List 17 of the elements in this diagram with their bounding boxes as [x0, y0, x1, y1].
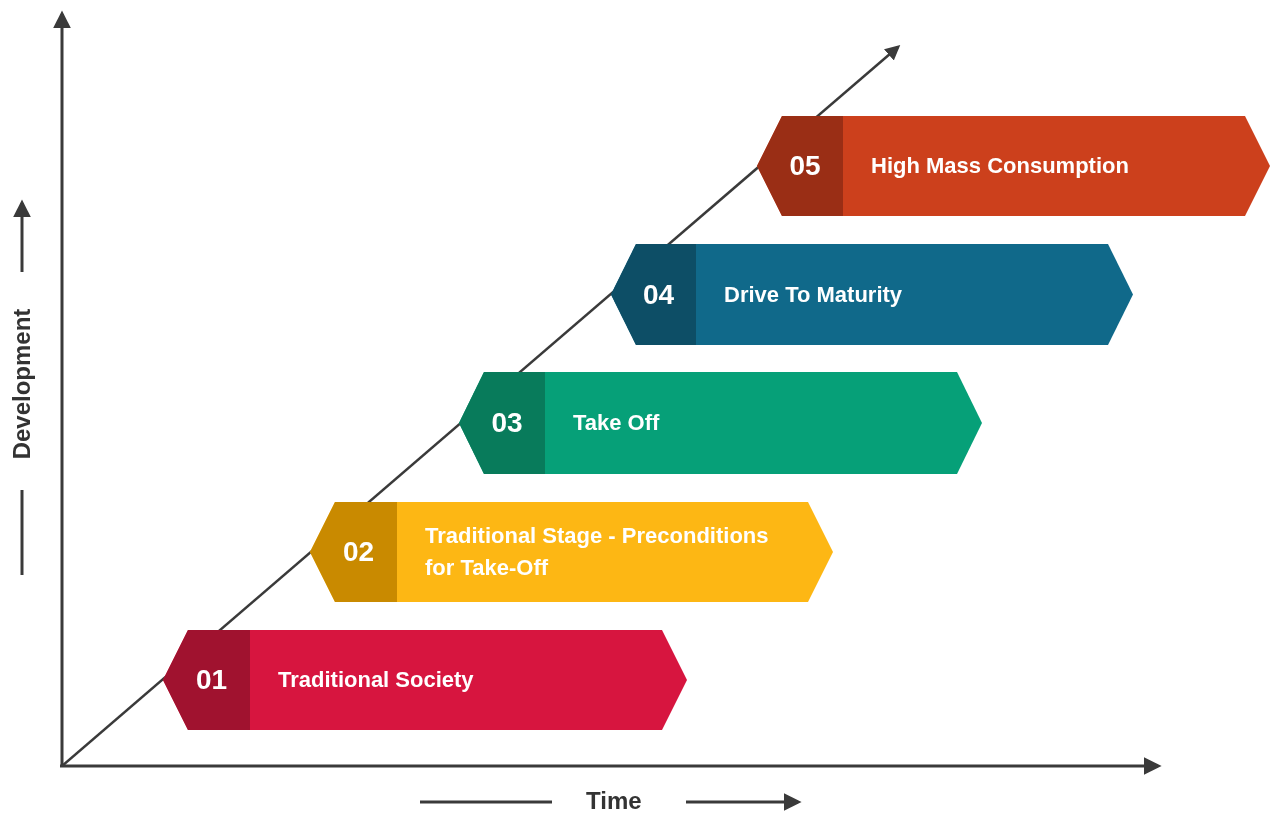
stage-banner: [310, 502, 833, 602]
stage-banner: [459, 372, 982, 474]
stage-banner: [757, 116, 1270, 216]
axis-label: Time: [586, 787, 642, 813]
step-number: 05: [788, 149, 822, 183]
stage-banner: [611, 244, 1133, 345]
axis-label: Development: [8, 307, 36, 462]
stage-title: High Mass Consumption: [871, 152, 1129, 180]
step-number: 03: [490, 406, 524, 440]
stage-title: Drive To Maturity: [724, 280, 903, 309]
step-number: 04: [641, 277, 676, 312]
stage-title: Traditional Stage - Preconditions for Take-Off: [425, 522, 770, 582]
stage-banner: [163, 630, 687, 730]
stage-title: Traditional Society: [278, 666, 474, 694]
step-number: 02: [341, 535, 376, 569]
step-number: 01: [194, 663, 229, 697]
stage-title: Take Off: [573, 409, 660, 437]
